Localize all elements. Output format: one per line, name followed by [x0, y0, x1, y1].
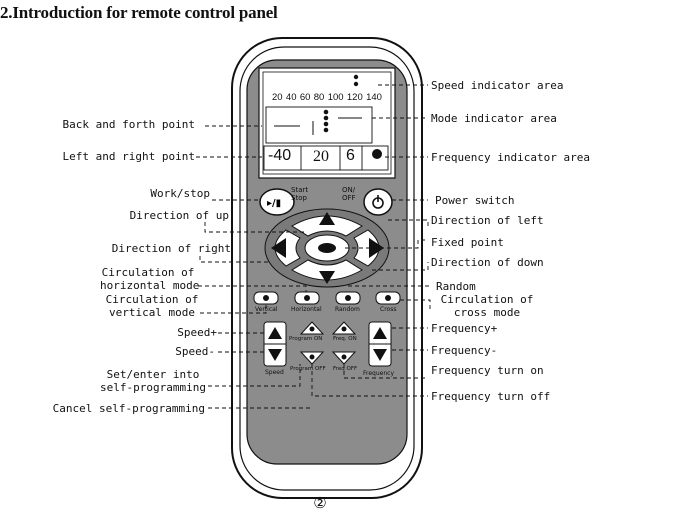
- speed-scale: 20 40 60 80 100 120 140: [272, 92, 382, 103]
- label-circ-cross-2: cross mode: [453, 306, 521, 319]
- frequency-rocker: [368, 321, 392, 367]
- speed-tick: 140: [366, 92, 382, 103]
- label-freq-plus: Frequency+: [431, 322, 498, 335]
- cross-btn-label: Cross: [380, 306, 397, 313]
- speed-tick: 120: [346, 92, 363, 103]
- vertical-btn-label: Vertical: [255, 306, 278, 313]
- freq-mid-value: 20: [313, 148, 329, 165]
- page-title: 2.Introduction for remote control panel: [0, 3, 278, 22]
- speed-rocker: [263, 321, 287, 367]
- label-left-right: Left and right point: [62, 150, 195, 163]
- program-off-label: Program OFF: [290, 366, 326, 372]
- program-buttons: [299, 321, 357, 365]
- leader-lines: [196, 84, 432, 409]
- work-stop-button-shape: ▸/▮: [259, 188, 295, 216]
- freq-on-label: Freq. ON: [333, 336, 357, 342]
- label-dir-up: Direction of up: [129, 209, 229, 222]
- label-speed-minus: Speed-: [175, 345, 215, 358]
- speed-tick: 60: [299, 92, 311, 103]
- label-set-enter-2: self-programming: [100, 381, 206, 394]
- label-power-switch: Power switch: [435, 194, 515, 207]
- mode-buttons: [253, 291, 401, 305]
- svg-text:▸/▮: ▸/▮: [267, 198, 281, 209]
- label-speed-plus: Speed+: [177, 326, 217, 339]
- speed-tick: 100: [327, 92, 344, 103]
- label-work-stop: Work/stop: [150, 187, 210, 200]
- label-circ-vert-2: vertical mode: [108, 306, 196, 319]
- frequency-btn-label: Frequency: [363, 370, 394, 377]
- horizontal-btn-label: Horizontal: [291, 306, 322, 313]
- lcd-screen: [258, 67, 396, 179]
- label-freq-minus: Frequency-: [431, 344, 498, 357]
- label-circ-cross-1: Circulation of: [440, 293, 534, 306]
- label-freq-turn-off: Frequency turn off: [431, 390, 551, 403]
- freq-off-label: Freq OFF: [333, 366, 358, 372]
- random-btn-label: Random: [335, 306, 360, 313]
- label-dir-down: Direction of down: [431, 256, 544, 269]
- label-speed-area: Speed indicator area: [431, 79, 564, 92]
- program-on-label: Program ON: [289, 336, 323, 342]
- label-back-forth: Back and forth point: [62, 118, 195, 131]
- speed-tick: 20: [272, 92, 283, 103]
- label-circ-horiz-2: horizontal mode: [100, 279, 200, 292]
- start-stop-label: Start Stop: [291, 186, 309, 202]
- page-number: ②: [313, 494, 327, 512]
- freq-right-value: 6: [346, 147, 355, 164]
- label-circ-vert-1: Circulation of: [105, 293, 199, 306]
- freq-left-value: -40: [268, 147, 292, 164]
- label-dir-left: Direction of left: [431, 214, 544, 227]
- speed-tick: 80: [313, 92, 325, 103]
- direction-pad: [264, 208, 390, 288]
- power-button-shape: [363, 188, 393, 216]
- label-mode-area: Mode indicator area: [431, 112, 557, 125]
- label-random: Random: [436, 280, 476, 293]
- label-dir-right: Direction of right: [111, 242, 231, 255]
- label-fixed-point: Fixed point: [431, 236, 504, 249]
- label-circ-horiz-1: Circulation of: [101, 266, 195, 279]
- speed-tick: 40: [285, 92, 297, 103]
- label-cancel-self: Cancel self-programming: [52, 402, 205, 415]
- label-freq-area: Frequency indicator area: [431, 151, 590, 164]
- speed-btn-label: Speed: [265, 369, 284, 376]
- on-off-label: ON/ OFF: [342, 186, 356, 202]
- label-set-enter-1: Set/enter into: [106, 368, 200, 381]
- label-freq-turn-on: Frequency turn on: [431, 364, 544, 377]
